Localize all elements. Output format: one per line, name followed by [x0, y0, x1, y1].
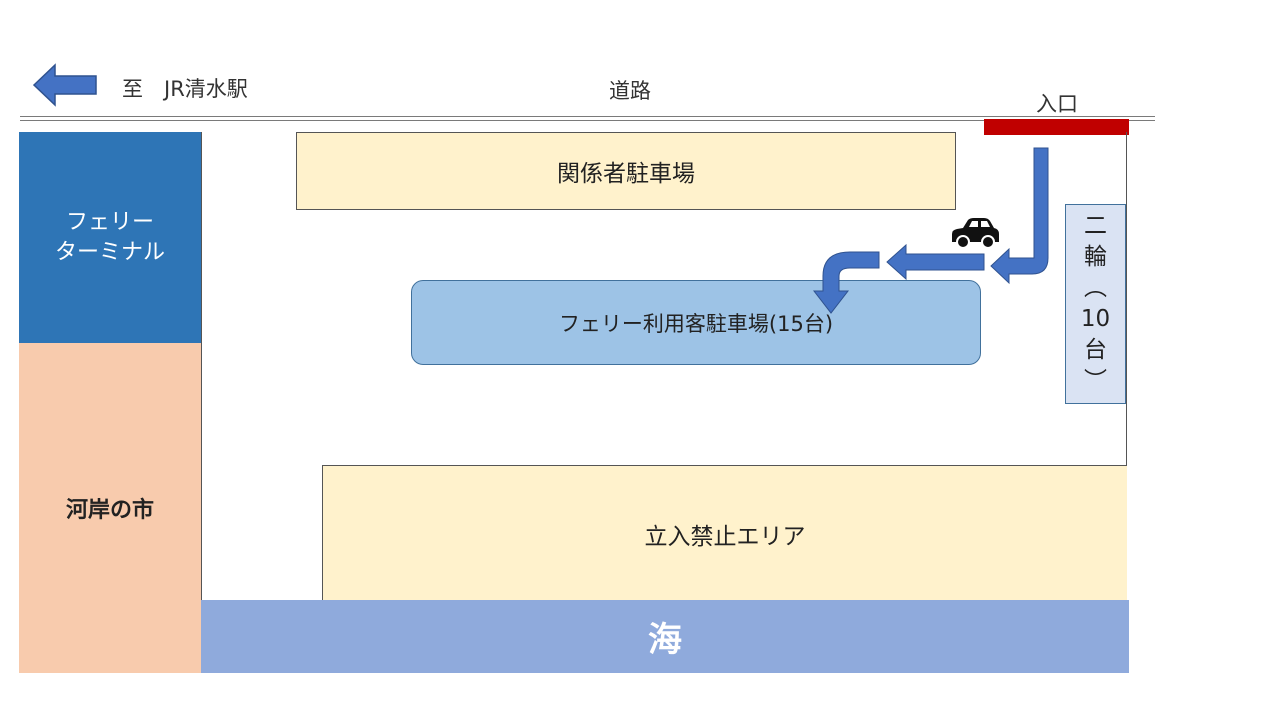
restricted-area-label: 立入禁止エリア	[644, 524, 806, 550]
bike-parking-char: 台	[1084, 337, 1107, 363]
road-line-bottom	[20, 120, 1155, 121]
ferry-parking-label: フェリー利用客駐車場(15台)	[558, 311, 834, 336]
ferry-terminal: フェリー ターミナル	[19, 132, 201, 343]
route-arrow-icon	[812, 251, 880, 314]
to-station-label: 至 JR清水駅	[122, 77, 248, 101]
road-line-top	[20, 116, 1155, 117]
riverside-market-label: 河岸の市	[65, 498, 154, 523]
car-icon	[952, 218, 999, 249]
entrance-label: 入口	[1036, 92, 1078, 116]
bike-parking-char: 輪	[1084, 244, 1107, 270]
staff-parking-label: 関係者駐車場	[557, 161, 695, 187]
bike-parking-char: 二	[1084, 213, 1107, 239]
lot-boundary	[201, 132, 1127, 602]
bike-parking-char: ︶	[1084, 368, 1107, 394]
route-arrow-icon	[886, 243, 985, 281]
riverside-market: 河岸の市	[19, 343, 201, 673]
sea: 海	[201, 600, 1129, 673]
two-wheeler-parking: 二 輪 ︵ 10 台 ︶	[1065, 204, 1126, 404]
entrance-marker	[984, 119, 1129, 135]
route-arrow-icon	[990, 147, 1049, 285]
restricted-area: 立入禁止エリア	[322, 465, 1127, 602]
sea-label: 海	[648, 620, 682, 660]
staff-parking: 関係者駐車場	[296, 132, 956, 210]
bike-parking-char: 10	[1080, 306, 1111, 332]
ferry-customer-parking: フェリー利用客駐車場(15台)	[411, 280, 981, 365]
bike-parking-char: ︵	[1084, 275, 1107, 301]
road-label: 道路	[609, 79, 651, 103]
ferry-terminal-label-line1: フェリー	[65, 209, 154, 235]
left-arrow-icon	[33, 63, 97, 107]
ferry-terminal-label-line2: ターミナル	[54, 239, 165, 265]
